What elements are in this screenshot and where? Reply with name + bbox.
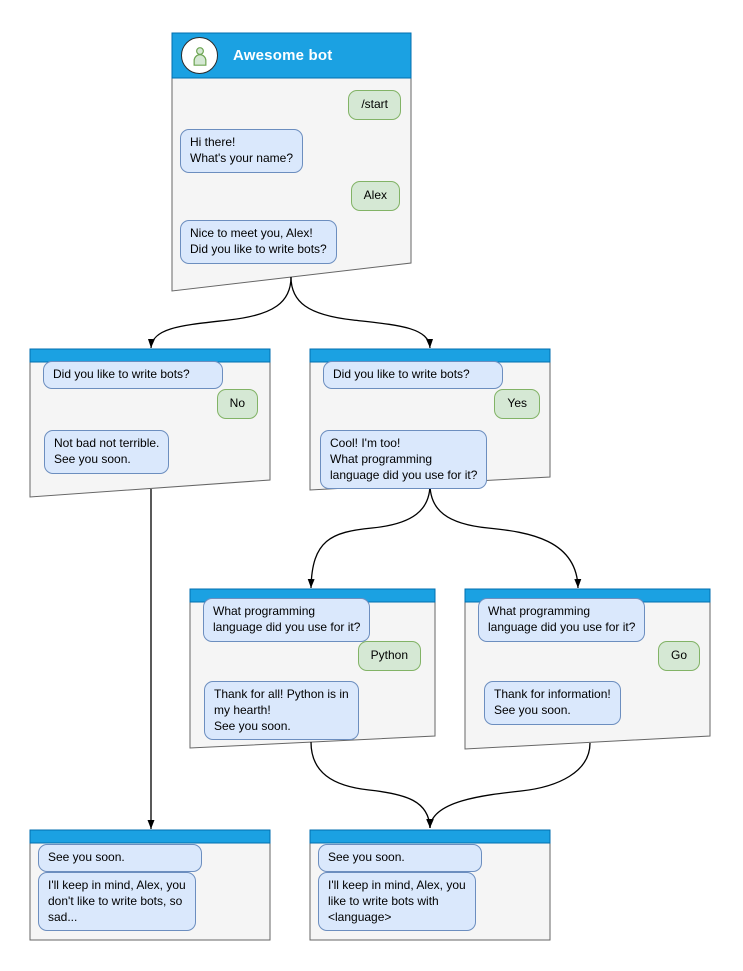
arrow-go-to-end [426, 742, 591, 829]
end-no-header-strip [29, 829, 271, 844]
message-bubble-bot: I'll keep in mind, Alex, you don't like … [38, 872, 196, 932]
message-bubble-bot: Hi there! What's your name? [180, 129, 304, 173]
message-bubble-bot: Did you like to write bots? [43, 361, 223, 389]
message-bubble-bot: See you soon. [318, 844, 482, 872]
end-language-header-strip [309, 829, 551, 844]
arrow-yes-to-python [307, 483, 431, 589]
message-bubble-bot: Thank for information! See you soon. [484, 681, 621, 725]
arrow-main-to-no [147, 276, 292, 349]
message-bubble-bot: Nice to meet you, Alex! Did you like to … [180, 220, 337, 264]
message-bubble-bot: What programming language did you use fo… [203, 598, 371, 642]
message-bubble-bot: What programming language did you use fo… [478, 598, 646, 642]
message-bubble-user: /start [348, 90, 401, 120]
arrow-main-to-yes [290, 276, 434, 349]
message-bubble-bot: I'll keep in mind, Alex, you like to wri… [318, 872, 476, 932]
message-bubble-user: Go [657, 641, 700, 671]
message-bubble-user: Yes [494, 389, 540, 419]
message-bubble-user: No [216, 389, 258, 419]
message-bubble-bot: Cool! I'm too! What programming language… [320, 430, 488, 490]
main-window-title: Awesome bot [233, 47, 333, 64]
arrow-yes-to-go [429, 483, 582, 589]
message-bubble-bot: See you soon. [38, 844, 202, 872]
message-bubble-bot: Did you like to write bots? [323, 361, 503, 389]
message-bubble-bot: Not bad not terrible. See you soon. [44, 430, 170, 474]
message-bubble-bot: Thank for all! Python is in my hearth! S… [204, 681, 359, 741]
arrow-python-to-end [310, 741, 434, 829]
message-bubble-user: Alex [350, 181, 400, 211]
bot-avatar [181, 37, 218, 74]
user-avatar-icon [193, 46, 206, 66]
message-bubble-user: Python [357, 641, 421, 671]
